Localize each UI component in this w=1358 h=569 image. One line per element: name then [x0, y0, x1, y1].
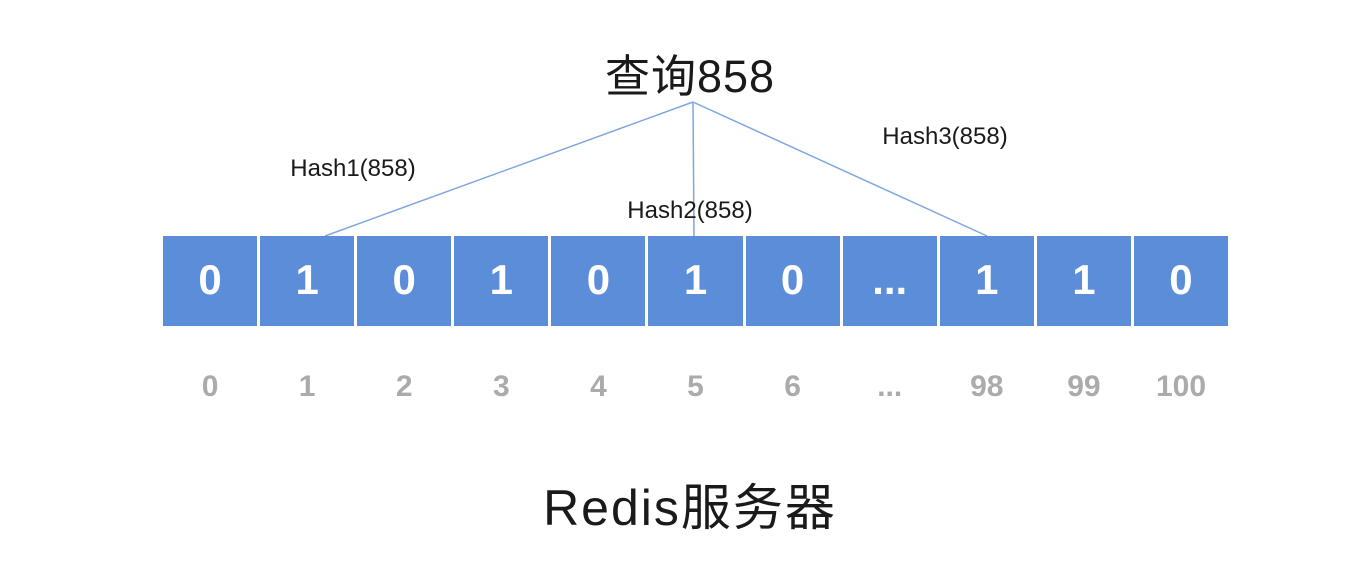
index-label: 99 [1067, 370, 1101, 403]
index-label: 98 [970, 370, 1004, 403]
bit-cell: 1 [260, 236, 355, 326]
bit-cell: 1 [648, 236, 743, 326]
redis-server-label: Redis服务器 [543, 480, 837, 536]
hash2-label: Hash2(858) [627, 197, 753, 224]
index-label: 6 [784, 370, 801, 403]
query-title: 查询858 [604, 51, 776, 102]
hash1-label: Hash1(858) [290, 155, 416, 182]
bit-cell: 0 [357, 236, 452, 326]
index-label: 0 [201, 370, 219, 403]
bit-cell: 0 [163, 236, 258, 326]
index-label: 4 [590, 370, 607, 403]
bit-cell: 0 [745, 236, 840, 326]
index-row: 0 1 2 3 4 5 6 ... 98 99 100 [163, 370, 1228, 404]
index-label: 1 [298, 370, 316, 403]
index-label: 2 [395, 370, 413, 403]
bit-cell: 1 [454, 236, 549, 326]
index-label: 3 [492, 370, 510, 403]
bit-cell: 0 [1133, 236, 1229, 326]
index-label-ellipsis: ... [877, 370, 903, 403]
hash3-label: Hash3(858) [882, 123, 1008, 150]
index-label: 100 [1155, 370, 1207, 403]
bit-array: 0 1 0 1 0 1 0 ... 1 1 0 [163, 236, 1229, 326]
bit-cell: 1 [939, 236, 1034, 326]
bit-cell: 0 [551, 236, 646, 326]
bit-cell-ellipsis: ... [842, 236, 937, 326]
index-label: 5 [687, 370, 704, 403]
bit-cell: 1 [1036, 236, 1131, 326]
